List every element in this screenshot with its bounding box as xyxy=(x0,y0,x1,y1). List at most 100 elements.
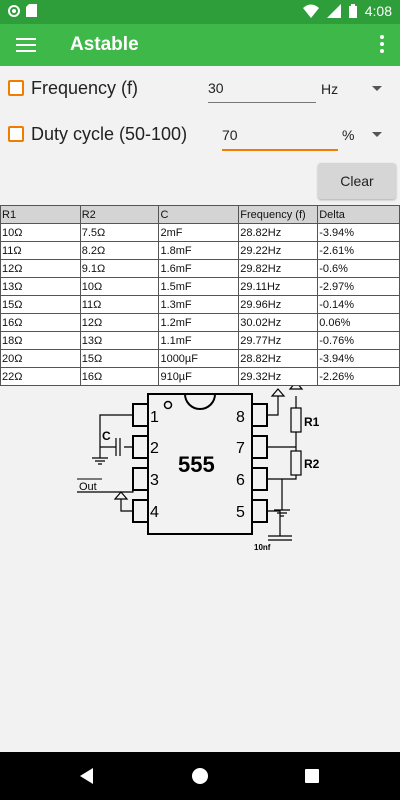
cell-r2: 8.2Ω xyxy=(79,241,160,260)
cell-r1: 22Ω xyxy=(0,367,81,386)
clock: 4:08 xyxy=(364,3,392,19)
app-circle-icon xyxy=(8,4,20,17)
cell-frequency: 29.82Hz xyxy=(238,259,319,278)
cell-delta: -3.94% xyxy=(317,349,400,368)
cell-c: 1.5mF xyxy=(158,277,240,296)
frequency-label: Frequency (f) xyxy=(31,78,139,98)
battery-icon xyxy=(348,4,357,18)
out-label: Out xyxy=(79,481,97,493)
frequency-unit-select[interactable]: Hz xyxy=(321,81,339,97)
cell-r2: 16Ω xyxy=(79,367,160,386)
cell-delta: -0.6% xyxy=(317,259,400,278)
cell-delta: -2.61% xyxy=(317,241,400,260)
cell-c: 910µF xyxy=(158,367,240,386)
pin-3-label: 3 xyxy=(150,472,159,489)
pin-4-label: 4 xyxy=(150,504,159,521)
cell-c: 1.6mF xyxy=(158,259,240,278)
cell-frequency: 28.82Hz xyxy=(238,223,319,242)
cell-r2: 9.1Ω xyxy=(79,259,160,278)
cell-delta: -0.76% xyxy=(317,331,400,350)
more-vert-icon[interactable] xyxy=(378,34,386,56)
cell-frequency: 29.96Hz xyxy=(238,295,319,314)
cell-frequency: 29.32Hz xyxy=(238,367,319,386)
duty-cycle-label: Duty cycle (50-100) xyxy=(31,124,188,144)
wifi-icon xyxy=(302,4,319,18)
duty-cycle-checkbox[interactable] xyxy=(8,126,24,142)
frequency-checkbox[interactable] xyxy=(8,80,24,96)
cell-r1: 20Ω xyxy=(0,349,81,368)
cell-c: 1.3mF xyxy=(158,295,240,314)
cell-c: 1.2mF xyxy=(158,313,240,332)
cell-frequency: 29.77Hz xyxy=(238,331,319,350)
page-title: Astable xyxy=(70,34,139,55)
cell-c: 1.8mF xyxy=(158,241,240,260)
cell-frequency: 29.11Hz xyxy=(238,277,319,296)
r1-label: R1 xyxy=(304,415,320,429)
cell-r2: 13Ω xyxy=(79,331,160,350)
cell-r2: 11Ω xyxy=(79,295,160,314)
cell-r1: 11Ω xyxy=(0,241,81,260)
pin-2-label: 2 xyxy=(150,440,159,457)
circuit-diagram: 555 1 2 3 4 8 7 6 5 C Out R1 R2 10nf xyxy=(77,386,320,552)
cell-r1: 18Ω xyxy=(0,331,81,350)
cell-frequency: 29.22Hz xyxy=(238,241,319,260)
cell-r2: 12Ω xyxy=(79,313,160,332)
header-r2: R2 xyxy=(79,205,160,224)
header-r1: R1 xyxy=(0,205,81,224)
cell-r1: 10Ω xyxy=(0,223,81,242)
cell-r2: 15Ω xyxy=(79,349,160,368)
hamburger-menu-icon[interactable] xyxy=(14,35,38,55)
cell-r2: 10Ω xyxy=(79,277,160,296)
pin-5-label: 5 xyxy=(236,504,245,521)
duty-cycle-unit-select[interactable]: % xyxy=(342,127,355,143)
clear-button[interactable]: Clear xyxy=(318,163,396,199)
cell-delta: -2.97% xyxy=(317,277,400,296)
frequency-input[interactable]: 30 xyxy=(208,80,316,103)
sd-card-icon xyxy=(26,4,37,17)
cell-delta: -3.94% xyxy=(317,223,400,242)
chevron-down-icon[interactable] xyxy=(372,132,382,137)
cell-r1: 16Ω xyxy=(0,313,81,332)
navigation-bar xyxy=(0,752,400,800)
cell-r1: 13Ω xyxy=(0,277,81,296)
cell-delta: 0.06% xyxy=(317,313,400,332)
capacitor-label: C xyxy=(102,429,111,443)
cell-frequency: 30.02Hz xyxy=(238,313,319,332)
cell-c: 2mF xyxy=(158,223,240,242)
cell-frequency: 28.82Hz xyxy=(238,349,319,368)
back-icon[interactable] xyxy=(80,768,93,784)
recent-apps-icon[interactable] xyxy=(305,769,319,783)
cell-r1: 12Ω xyxy=(0,259,81,278)
pin-7-label: 7 xyxy=(236,440,245,457)
cell-c: 1.1mF xyxy=(158,331,240,350)
signal-icon xyxy=(326,4,341,18)
duty-cycle-input[interactable]: 70 xyxy=(222,127,338,151)
r2-label: R2 xyxy=(304,457,320,471)
header-delta: Delta xyxy=(317,205,400,224)
table-header-row: R1 R2 C Frequency (f) Delta xyxy=(0,205,400,224)
status-bar: 4:08 xyxy=(0,0,400,24)
cell-r2: 7.5Ω xyxy=(79,223,160,242)
app-bar: Astable xyxy=(0,24,400,66)
header-c: C xyxy=(158,205,240,224)
home-icon[interactable] xyxy=(192,768,208,784)
pin-6-label: 6 xyxy=(236,472,245,489)
cell-c: 1000µF xyxy=(158,349,240,368)
header-frequency: Frequency (f) xyxy=(238,205,319,224)
duty-cycle-row: Duty cycle (50-100) 70 % xyxy=(0,114,400,154)
frequency-row: Frequency (f) 30 Hz xyxy=(0,68,400,108)
pin-1-label: 1 xyxy=(150,409,159,426)
cell-delta: -0.14% xyxy=(317,295,400,314)
chevron-down-icon[interactable] xyxy=(372,86,382,91)
cap-10nf-label: 10nf xyxy=(254,543,271,552)
